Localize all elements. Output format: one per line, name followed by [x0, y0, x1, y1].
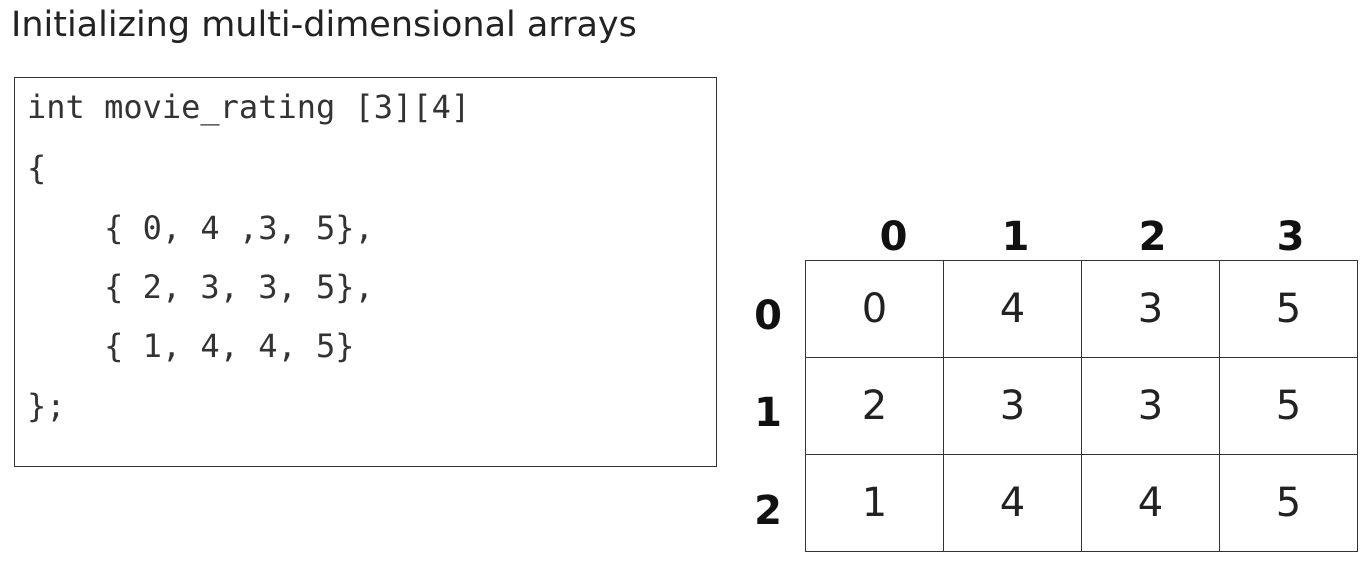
- grid-cell: 3: [1081, 357, 1220, 455]
- grid-cell: 4: [1081, 454, 1220, 552]
- grid-cell: 3: [1081, 260, 1220, 358]
- grid-cell: 0: [805, 260, 944, 358]
- column-header-3: 3: [1276, 214, 1305, 260]
- row-header-1: 1: [754, 390, 782, 436]
- row-header-2: 2: [754, 488, 782, 534]
- array-grid: 0 4 3 5 2 3 3 5 1 4 4 5: [805, 260, 1358, 552]
- grid-cell: 5: [1219, 260, 1358, 358]
- column-header-1: 1: [1001, 214, 1030, 260]
- grid-cell: 2: [805, 357, 944, 455]
- grid-row: 2 3 3 5: [805, 357, 1358, 455]
- grid-cell: 4: [943, 454, 1082, 552]
- row-header-0: 0: [754, 293, 782, 339]
- code-block: int movie_rating [3][4] { { 0, 4 ,3, 5},…: [14, 77, 717, 467]
- code-line-row-0: { 0, 4 ,3, 5},: [27, 209, 374, 247]
- grid-cell: 3: [943, 357, 1082, 455]
- grid-cell: 4: [943, 260, 1082, 358]
- column-header-2: 2: [1138, 214, 1167, 260]
- grid-row: 1 4 4 5: [805, 454, 1358, 552]
- code-line-row-2: { 1, 4, 4, 5}: [27, 327, 355, 365]
- grid-row: 0 4 3 5: [805, 260, 1358, 358]
- code-line-declaration: int movie_rating [3][4]: [27, 88, 471, 126]
- grid-cell: 1: [805, 454, 944, 552]
- code-line-row-1: { 2, 3, 3, 5},: [27, 268, 374, 306]
- code-line-open-brace: {: [27, 149, 47, 187]
- column-header-0: 0: [879, 214, 908, 260]
- grid-cell: 5: [1219, 454, 1358, 552]
- grid-cell: 5: [1219, 357, 1358, 455]
- page-title: Initializing multi-dimensional arrays: [11, 5, 637, 45]
- code-line-close-brace: };: [27, 387, 66, 425]
